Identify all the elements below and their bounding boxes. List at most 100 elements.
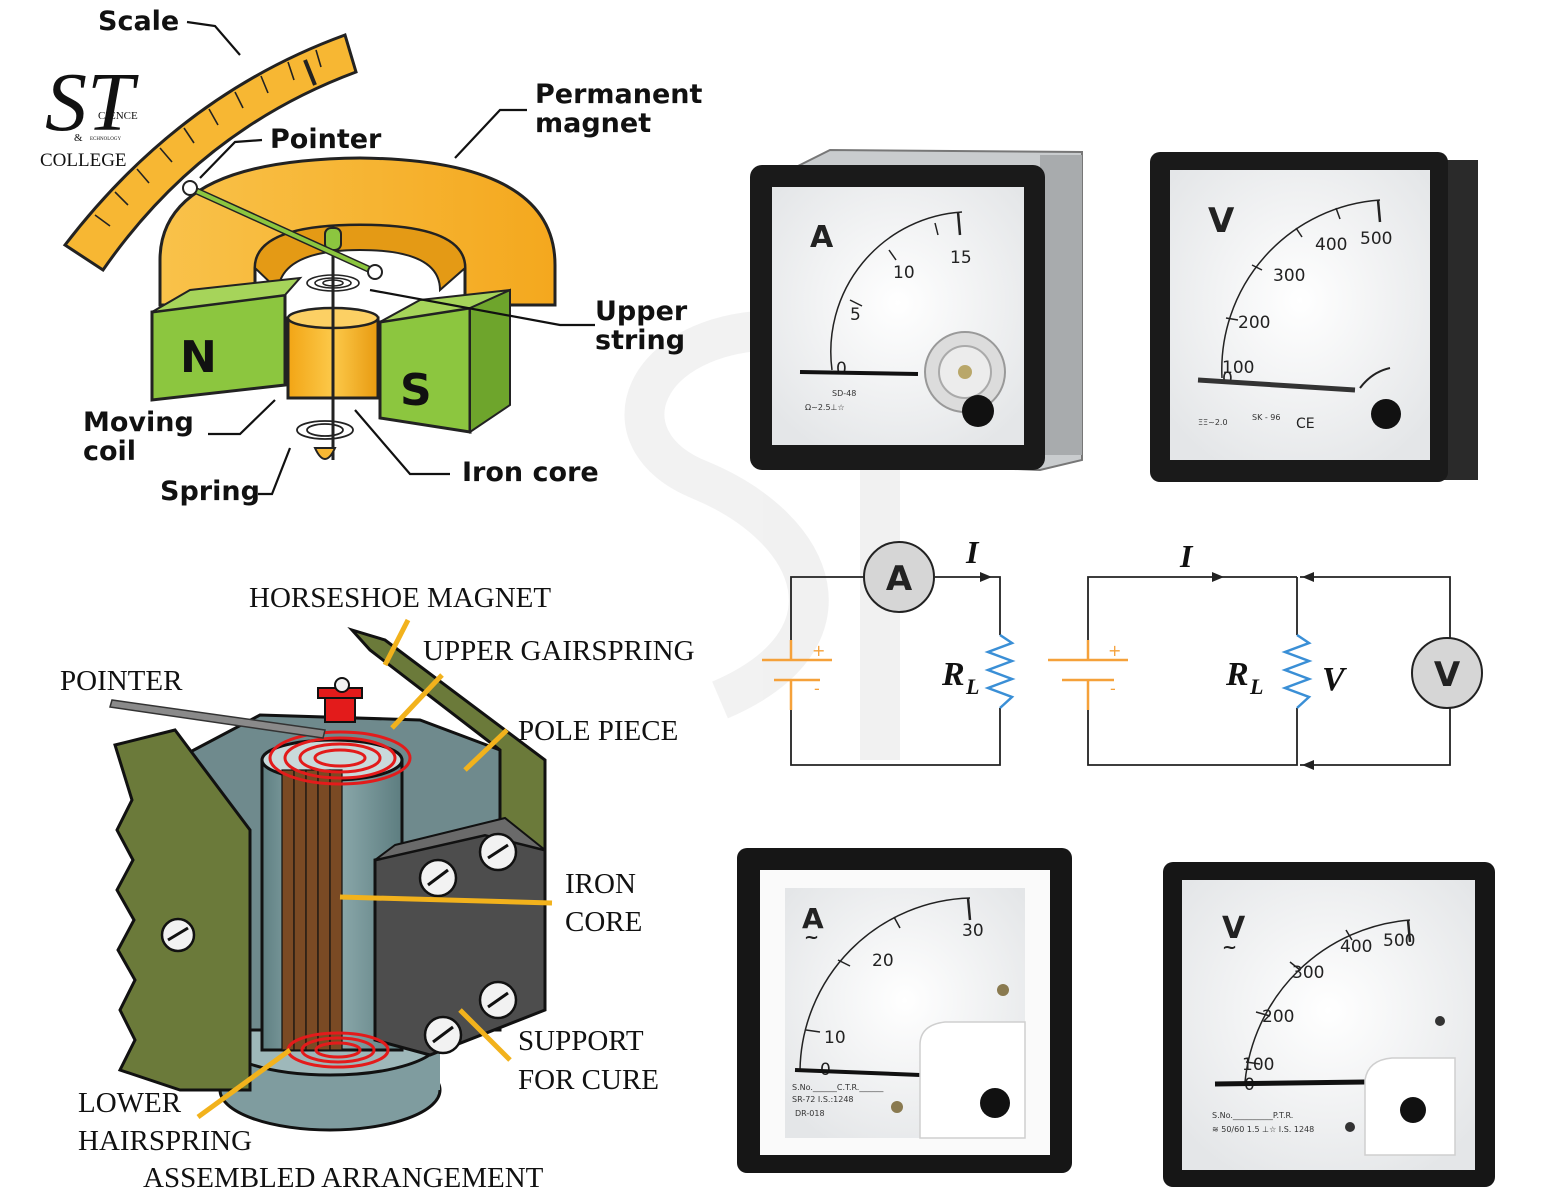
left-pole-plate xyxy=(113,728,252,1092)
voltmeter-circuit-battery xyxy=(1048,640,1128,710)
label-support-1: SUPPORT xyxy=(518,1025,644,1057)
logo-college: COLLEGE xyxy=(40,150,127,171)
dc-ammeter-tick-0: 0 xyxy=(836,359,847,379)
ac-ammeter-tick-30: 30 xyxy=(962,921,984,941)
label-pole-piece: POLE PIECE xyxy=(518,715,678,747)
dc-voltmeter-tick-100: 100 xyxy=(1222,358,1254,378)
ac-ammeter-ac-mark: ~ xyxy=(804,927,819,948)
college-logo: ST CIENCE & ECHNOLOGY COLLEGE xyxy=(40,56,139,171)
dc-voltmeter-zero-knob xyxy=(1371,399,1401,429)
voltmeter-circuit-meter xyxy=(1411,637,1483,709)
dc-voltmeter-tick-200: 200 xyxy=(1238,313,1270,333)
permanent-magnet xyxy=(158,156,557,307)
dc-voltmeter-photo: V 0 100 200 300 400 500 ΞΞ~2.0 SK - 96 C… xyxy=(1150,152,1478,482)
dc-ammeter-zero-knob xyxy=(962,395,994,427)
dc-ammeter-model: SD-48 xyxy=(832,389,856,398)
ac-voltmeter-tick-300: 300 xyxy=(1292,963,1324,983)
dc-voltmeter-note: ΞΞ~2.0 xyxy=(1198,418,1228,427)
ammeter-circuit-battery xyxy=(762,640,832,710)
coil-windings xyxy=(281,769,343,1051)
ammeter-circuit-current: I xyxy=(965,534,980,570)
scale-arc xyxy=(62,33,358,273)
label-moving-coil-2: coil xyxy=(83,436,136,467)
ac-ammeter-code: DR-018 xyxy=(795,1109,825,1118)
ammeter-circuit: A I + - R L xyxy=(762,534,1016,766)
pole-n-label: N xyxy=(180,332,217,383)
ac-voltmeter-tick-400: 400 xyxy=(1340,937,1372,957)
dc-voltmeter-tick-300: 300 xyxy=(1273,266,1305,286)
voltmeter-circuit-resistor-sub: L xyxy=(1249,674,1263,699)
ac-ammeter-sno: S.No.______C.T.R.______ xyxy=(792,1083,884,1092)
ac-voltmeter-photo: V ~ 0 100 200 300 400 500 S.No._________… xyxy=(1163,862,1495,1187)
ac-voltmeter-ac-mark: ~ xyxy=(1222,937,1237,958)
ac-ammeter-tick-10: 10 xyxy=(824,1028,846,1048)
label-permanent-magnet-1: Permanent xyxy=(535,79,703,110)
label-moving-coil-1: Moving xyxy=(83,407,194,438)
voltmeter-circuit-current: I xyxy=(1179,538,1194,574)
label-support-2: FOR CURE xyxy=(518,1064,659,1096)
ac-voltmeter-symbol: V xyxy=(1222,911,1246,946)
ac-ammeter-scale xyxy=(799,897,972,1071)
dc-voltmeter-code: SK - 96 xyxy=(1252,413,1280,422)
ac-ammeter-symbol: A xyxy=(802,902,824,935)
voltmeter-circuit-voltage: V xyxy=(1322,661,1347,698)
dc-ammeter-symbol: A xyxy=(810,220,834,255)
dc-voltmeter-tick-400: 400 xyxy=(1315,235,1347,255)
ammeter-circuit-resistor-label: R xyxy=(941,656,965,693)
ammeter-circuit-minus: - xyxy=(814,679,820,698)
south-pole: S xyxy=(378,288,511,434)
ac-ammeter-model: SR-72 I.S.:1248 xyxy=(792,1095,854,1104)
ammeter-circuit-resistor xyxy=(984,633,1016,709)
label-pointer: Pointer xyxy=(270,124,382,155)
dc-ammeter-scale xyxy=(830,211,963,371)
dc-voltmeter-symbol: V xyxy=(1208,201,1235,241)
dc-ammeter-class: Ω~2.5⊥☆ xyxy=(805,403,845,412)
dc-voltmeter-tick-0: 0 xyxy=(1222,369,1233,389)
lower-spring xyxy=(296,420,354,440)
label-iron-core-2: CORE xyxy=(565,906,642,938)
ac-voltmeter-needle xyxy=(1214,1079,1366,1087)
north-pole: N xyxy=(150,276,303,402)
label-lower-hairspring-1: LOWER xyxy=(78,1087,182,1119)
ammeter-circuit-plus: + xyxy=(812,641,825,660)
pmmc-diagram: N S xyxy=(62,6,703,507)
label-permanent-magnet-2: magnet xyxy=(535,108,651,139)
label-scale: Scale xyxy=(98,6,179,37)
label-iron-core-1: IRON xyxy=(565,868,636,900)
scale-ticks xyxy=(94,49,322,227)
pole-s-label: S xyxy=(400,365,432,416)
ac-ammeter-needle xyxy=(794,1068,921,1077)
dc-voltmeter-needle xyxy=(1197,377,1356,393)
pivot-bottom xyxy=(313,447,337,460)
pointer-rod xyxy=(109,699,326,739)
label-upper-hairspring: UPPER GAIRSPRING xyxy=(423,635,695,667)
label-upper-string-2: string xyxy=(595,325,685,356)
assembly-diagram: HORSESHOE MAGNET UPPER GAIRSPRING POINTE… xyxy=(60,582,695,1194)
upper-spring xyxy=(306,274,360,292)
voltmeter-circuit-minus: - xyxy=(1110,679,1116,698)
voltmeter-circuit-resistor-label: R xyxy=(1225,656,1249,693)
dc-voltmeter-tick-500: 500 xyxy=(1360,229,1392,249)
logo-mark: ST xyxy=(45,56,139,149)
ac-voltmeter-tick-100: 100 xyxy=(1242,1055,1274,1075)
label-iron-core: Iron core xyxy=(462,457,599,488)
ac-voltmeter-model: ≋ 50/60 1.5 ⊥☆ I.S. 1248 xyxy=(1212,1125,1314,1134)
pole-piece xyxy=(373,833,547,1057)
voltmeter-circuit: V I + - R L V xyxy=(1048,538,1483,770)
pointer-needle xyxy=(182,180,383,280)
ac-ammeter-photo: A ~ 0 10 20 30 S.No.______C.T.R.______ S… xyxy=(737,848,1072,1173)
logo-line2: ECHNOLOGY xyxy=(90,137,121,142)
assembly-caption: ASSEMBLED ARRANGEMENT xyxy=(143,1162,544,1194)
dc-ammeter-needle xyxy=(799,370,919,376)
label-upper-string-1: Upper xyxy=(595,296,688,327)
ac-voltmeter-scale xyxy=(1244,919,1412,1083)
ac-voltmeter-tick-200: 200 xyxy=(1262,1007,1294,1027)
logo-amp: & xyxy=(74,132,83,144)
pmmc-leaders xyxy=(186,20,595,496)
assembly-leaders xyxy=(196,618,553,1120)
label-assembly-pointer: POINTER xyxy=(60,665,183,697)
upper-hairspring xyxy=(268,730,412,786)
ac-voltmeter-sno: S.No.__________P.T.R. xyxy=(1212,1111,1293,1120)
ammeter-circuit-meter-label: A xyxy=(886,559,913,599)
